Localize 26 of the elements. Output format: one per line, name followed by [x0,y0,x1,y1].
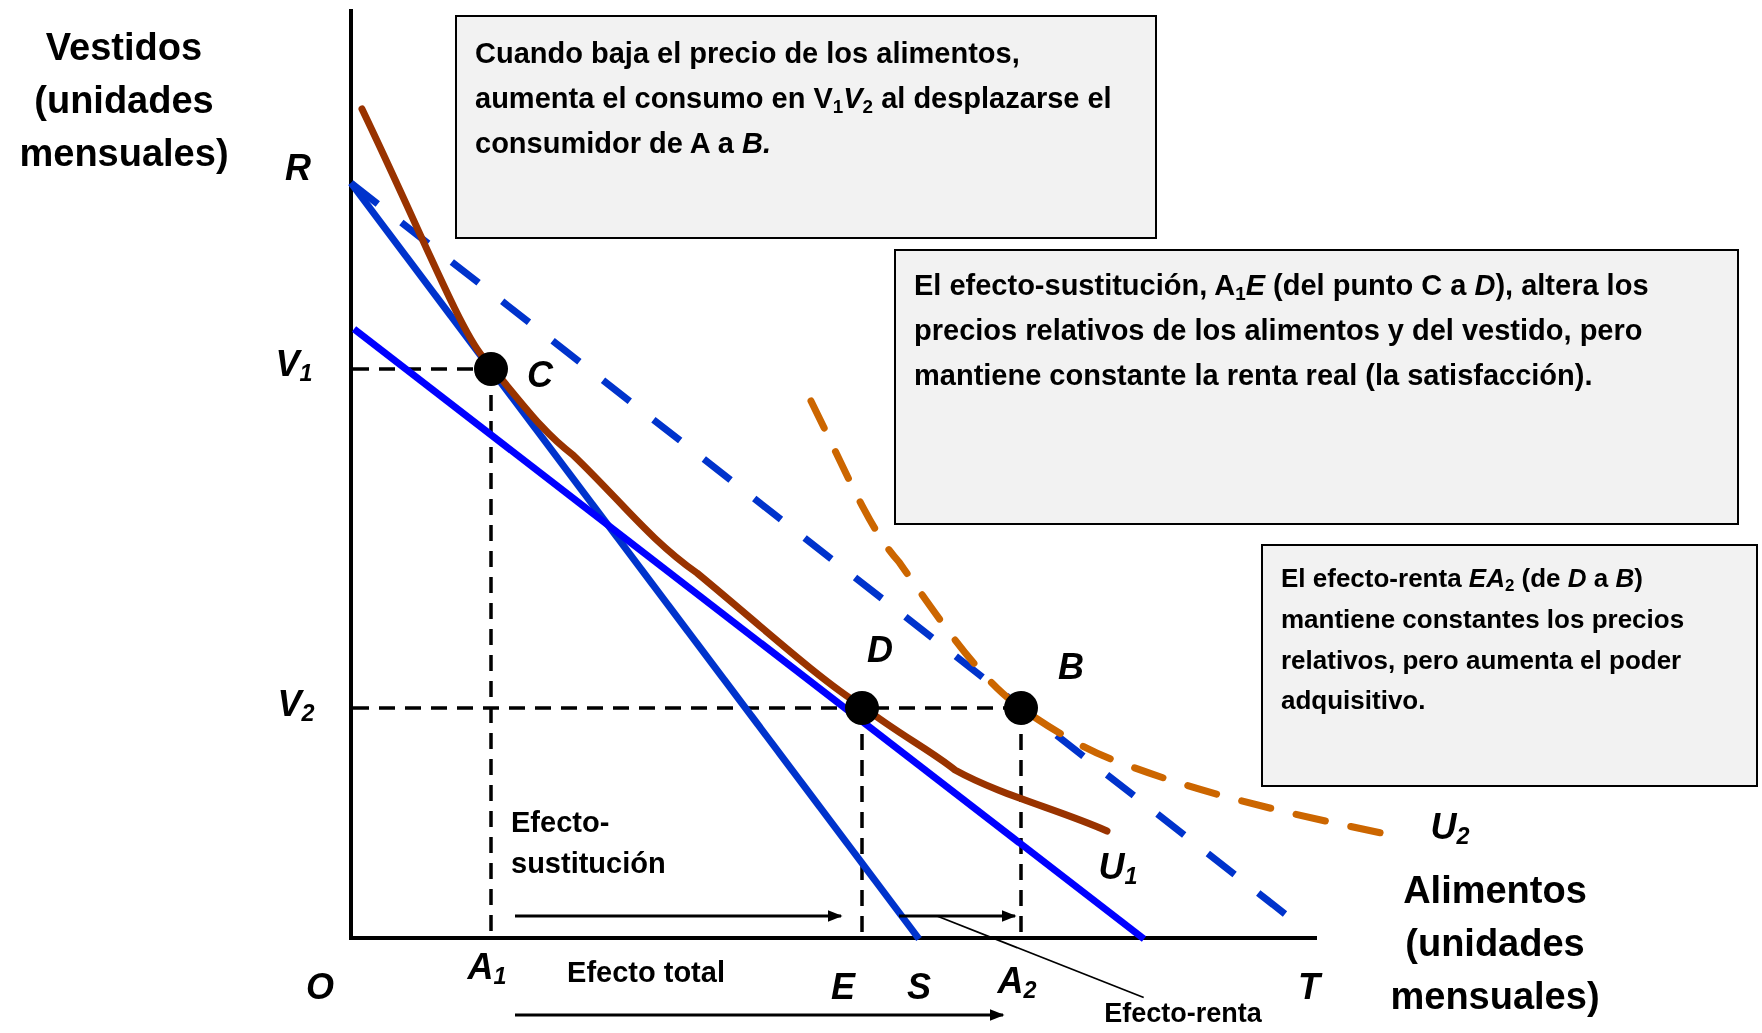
curve-label: U$_{1}$ [1098,845,1138,891]
effect-label: Efecto- sustitución [511,805,667,881]
dimension-arrow [899,910,1017,922]
point-label: B [1058,646,1084,688]
note-text: El efecto-renta EA$_{2}$ (de D a B) mantiene constantes los precios relativos, pero aumenta el poder adquisitivo. [1281,562,1686,717]
axis-label: E [831,966,855,1008]
axis-label: V$_{1}$ [275,342,313,388]
note-text: Cuando baja el precio de los alimentos, aumenta el consumo en V$_{1}$V$_{2}$ al desplazarse el consumidor de A a B. [475,36,1113,161]
curve-label: U$_{2}$ [1430,805,1470,851]
axis-label: S [907,966,931,1008]
point-label: D [867,629,893,671]
axis-title: Vestidos (unidades mensuales) [18,25,230,177]
axis-label: A$_{1}$ [467,945,507,991]
axis-label: V$_{2}$ [277,682,315,728]
note-box [894,249,1739,525]
axis-label: A$_{2}$ [997,959,1037,1005]
effect-label: Efecto-renta [1104,997,1262,1029]
axis-label: R [285,147,311,189]
effect-label: Efecto total [567,955,725,989]
note-text: El efecto-sustitución, A$_{1}$E (del punto C a D), altera los precios relativos de los alimentos y del vestido, pero mantiene constante la renta real (la satisfacción). [914,268,1650,393]
point-label: C [527,354,553,396]
note-box [455,15,1157,239]
axis-title: Alimentos (unidades mensuales) [1389,868,1601,1020]
leader-line [936,915,1145,999]
axis-label: O [306,966,334,1008]
note-box [1261,544,1758,787]
